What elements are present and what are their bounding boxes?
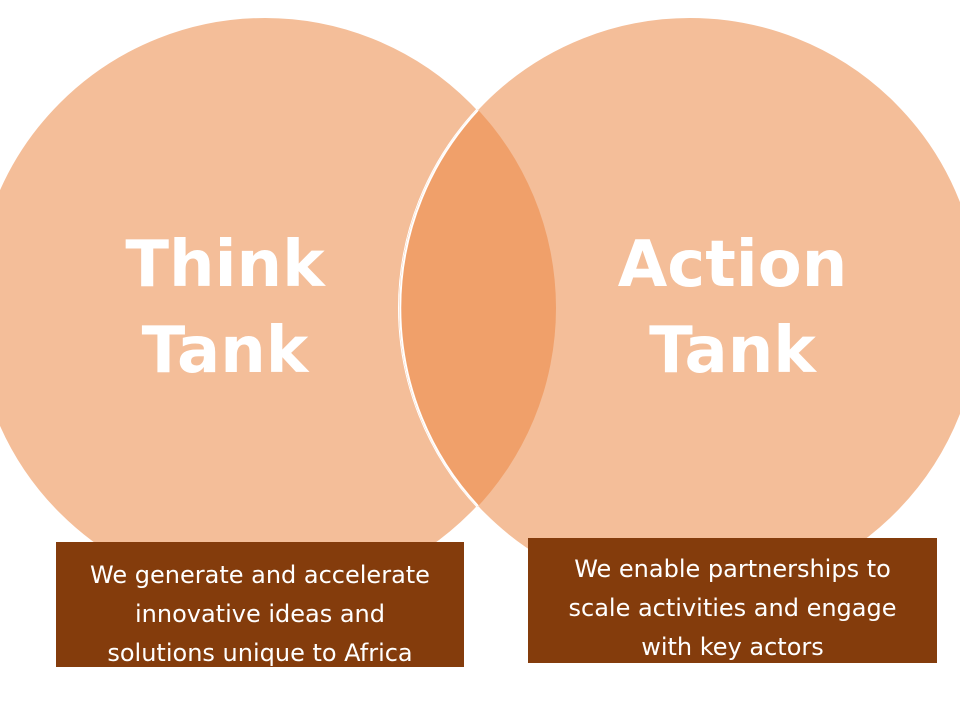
action-tank-caption-line2: scale activities and engage (568, 594, 897, 622)
think-tank-title-line1: Think (125, 228, 325, 302)
action-tank-caption-line3: with key actors (641, 633, 824, 661)
think-tank-caption-box: We generate and accelerate innovative id… (56, 542, 464, 667)
overlap-outline (399, 109, 479, 507)
think-tank-title: Think Tank (100, 222, 350, 394)
action-tank-caption-line1: We enable partnerships to (574, 555, 891, 583)
think-tank-caption-line2: innovative ideas and (134, 600, 386, 628)
think-tank-caption-line1: We generate and accelerate (90, 561, 430, 589)
action-tank-caption-box: We enable partnerships to scale activiti… (528, 538, 937, 663)
think-tank-caption-line3: solutions unique to Africa (107, 639, 413, 667)
action-tank-title: Action Tank (600, 222, 865, 394)
think-tank-title-line2: Tank (141, 314, 309, 388)
action-tank-title-line2: Tank (649, 314, 816, 388)
action-tank-title-line1: Action (617, 228, 848, 302)
